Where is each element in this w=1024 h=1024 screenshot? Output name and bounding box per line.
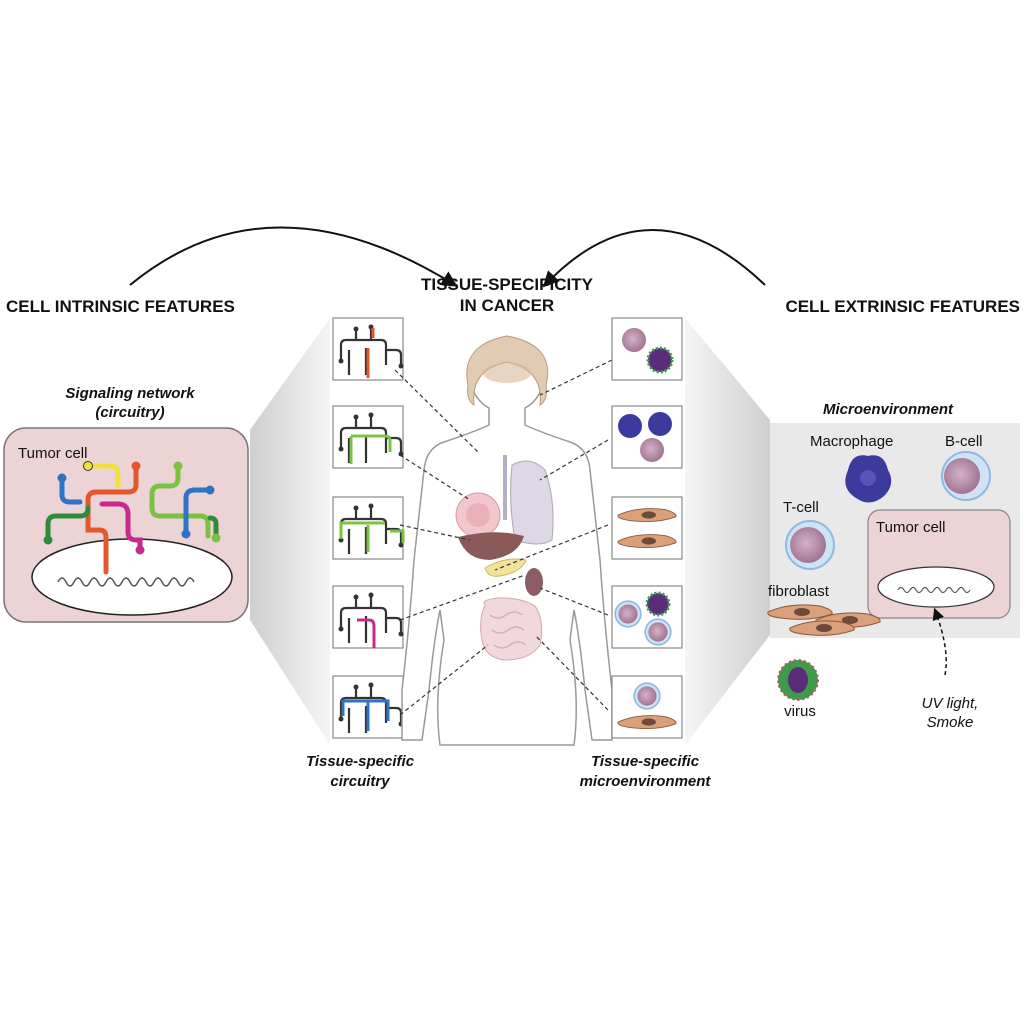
micro-box-3: [611, 496, 683, 560]
micro-box-1: [611, 317, 683, 381]
t-cell-icon: [785, 520, 835, 570]
header-extrinsic: CELL EXTRINSIC FEATURES: [785, 297, 1020, 316]
circuitry-box-5: [332, 675, 405, 739]
microenv-dna: [897, 586, 971, 594]
caption-circuitry-line1: Tissue-specific: [306, 753, 415, 770]
arrow-intrinsic: [129, 226, 458, 287]
virus-icon: [777, 659, 819, 701]
signaling-title-line1: Signaling network: [65, 385, 195, 402]
caption-micro-line2: microenvironment: [580, 773, 712, 790]
microenvironment-title: Microenvironment: [823, 401, 954, 418]
micro-box-5: [611, 675, 683, 739]
caption-circuitry-line2: circuitry: [330, 773, 390, 790]
dashed-connectors: [394, 359, 613, 716]
microenv-nucleus: [877, 566, 995, 608]
bcell-label: B-cell: [945, 433, 983, 450]
circuitry-box-1: [332, 317, 405, 381]
lung-icon: [510, 460, 554, 545]
circuit-network: [45, 463, 219, 575]
dna-icon: [57, 577, 195, 587]
right-panel: Microenvironment Macrophage B-cell T-cel…: [767, 401, 1020, 638]
organs: [455, 455, 554, 661]
header-intrinsic: CELL INTRINSIC FEATURES: [6, 297, 235, 316]
header-center-line1: TISSUE-SPECIFICITY: [421, 275, 594, 294]
signaling-title-line2: (circuitry): [95, 404, 164, 421]
fan-left: [250, 318, 330, 745]
pancreas-icon: [484, 558, 527, 577]
circuitry-box-4: [332, 585, 405, 649]
uv-label-line2: Smoke: [927, 714, 974, 731]
kidney-icon: [525, 568, 543, 596]
header-center-line2: IN CANCER: [460, 296, 554, 315]
uv-arrow: [932, 607, 947, 676]
circuitry-column: [332, 317, 405, 739]
fibroblast-label: fibroblast: [768, 583, 830, 600]
micro-box-4: [611, 585, 683, 649]
liver-icon: [458, 532, 524, 560]
microenv-tumor-cell-label: Tumor cell: [876, 519, 945, 536]
circuit-nodes: [43, 461, 221, 555]
macrophage-label: Macrophage: [810, 433, 893, 450]
b-cell-icon: [941, 451, 991, 501]
arrow-extrinsic: [542, 229, 766, 288]
macrophage-icon: [845, 455, 892, 503]
circuitry-box-3: [332, 496, 405, 560]
tumor-cell-label: Tumor cell: [18, 445, 87, 462]
intestine-icon: [480, 597, 543, 661]
tcell-label: T-cell: [783, 499, 819, 516]
circuitry-box-2: [332, 405, 405, 469]
micro-box-2: [611, 405, 683, 469]
uv-label-line1: UV light,: [922, 695, 979, 712]
virus-label: virus: [784, 703, 816, 720]
nucleus: [31, 538, 233, 616]
microenvironment-column: [611, 317, 683, 739]
caption-micro-line1: Tissue-specific: [591, 753, 700, 770]
left-panel: Signaling network (circuitry) Tumor cell: [3, 385, 249, 623]
fan-right: [685, 318, 770, 745]
